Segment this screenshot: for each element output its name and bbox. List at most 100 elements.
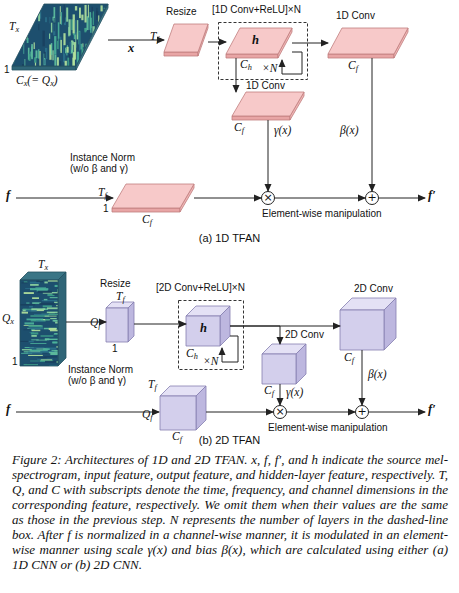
spectrogram-outline — [12, 4, 108, 66]
spectrogram-streak — [67, 47, 69, 53]
spectrogram-streak — [107, 9, 109, 17]
spectrogram-streak — [58, 292, 68, 294]
spectrogram-streak — [43, 348, 50, 350]
spectrogram-streak — [20, 27, 22, 41]
spectrogram-streak — [60, 358, 72, 360]
panel-title: (b) 2D TFAN — [0, 434, 459, 446]
subscript: f — [154, 383, 156, 392]
loop-arrow — [282, 52, 302, 74]
spectrogram-streak — [62, 345, 73, 347]
spectrogram-streak — [43, 305, 52, 307]
subscript: f — [150, 413, 152, 422]
spectrogram-streak — [53, 320, 61, 322]
spectrogram-streak — [50, 318, 57, 319]
spectrogram-streak — [37, 359, 53, 360]
operator-circle: × — [273, 405, 287, 419]
edge-label: x — [128, 42, 134, 56]
spectrogram-streak — [44, 299, 48, 300]
spectrogram-streak — [45, 17, 47, 22]
spectrogram-streak — [84, 28, 86, 32]
spectrogram-streak — [27, 319, 44, 321]
box-face — [220, 306, 230, 346]
subscript: x — [50, 79, 54, 88]
box-face — [226, 28, 292, 54]
spectrogram-streak — [78, 63, 80, 80]
spectrogram-streak — [56, 325, 75, 327]
spectrogram-streak — [49, 278, 58, 280]
edge-label: 1D Conv — [246, 80, 285, 91]
spectrogram-streak — [69, 19, 71, 35]
spectrogram-streak — [100, 64, 102, 82]
feature-slab: ResizeTf — [164, 24, 208, 56]
spectrogram-streak — [47, 307, 65, 309]
spectrogram-streak — [47, 312, 61, 314]
spectrogram-streak — [59, 330, 64, 332]
dimension-label: [1D Conv+ReLU]×N — [212, 4, 301, 15]
spectrogram-streak — [81, 15, 83, 21]
input-symbol: f — [6, 189, 10, 203]
spectrogram-streak — [24, 329, 32, 331]
spectrogram-streak — [91, 58, 93, 76]
spectrogram-streak — [60, 282, 64, 284]
spectrogram-streak — [65, 61, 67, 79]
flow-arrow — [230, 326, 280, 344]
box-face — [164, 52, 198, 56]
spectrogram-streak — [29, 54, 31, 61]
spectrogram-streak — [60, 359, 68, 361]
box-face — [128, 302, 134, 342]
spectrogram-streak — [97, 63, 99, 81]
output-symbol: f′ — [428, 189, 436, 203]
flow-arrow — [287, 412, 355, 413]
spectrogram-streak — [82, 43, 83, 47]
spectrogram-streak — [71, 50, 73, 54]
edge-group — [66, 40, 372, 412]
dimension-label: Tf — [150, 30, 159, 43]
spectrogram-streak — [61, 349, 79, 351]
feature-cube: ResizeTfQf1 — [106, 302, 134, 342]
dimension-label: Cf — [264, 384, 274, 397]
spectrogram-streak — [59, 335, 62, 336]
input-arrow — [16, 198, 113, 199]
spectrogram-streak — [98, 15, 99, 33]
spectrogram-streak — [28, 352, 42, 354]
spectrogram-streak — [36, 50, 38, 58]
subscript: f — [356, 64, 358, 73]
dimension-label: [2D Conv+ReLU]×N — [156, 282, 245, 293]
spectrogram-streak — [36, 280, 43, 282]
flow-arrow — [362, 350, 363, 405]
spectrogram-streak — [13, 30, 15, 46]
spectrogram-streak — [39, 303, 54, 305]
spectrogram-streak — [25, 275, 37, 277]
operator-ring — [356, 406, 369, 419]
spectrogram-streak — [29, 325, 43, 327]
output-symbol: f′ — [428, 403, 436, 417]
subscript: f — [98, 321, 100, 330]
operator-symbol: + — [355, 405, 369, 418]
spectrogram-streak — [30, 328, 44, 330]
spectrogram-streak — [85, 5, 87, 23]
spectrogram-streak — [31, 335, 36, 337]
operator-symbol: × — [261, 191, 275, 204]
spectrogram-streak — [62, 301, 70, 303]
operation-note: Element-wise manipulation — [268, 422, 388, 433]
dimension-label: Cf — [142, 213, 152, 226]
flow-arrow — [134, 324, 186, 325]
subscript: f — [272, 389, 274, 398]
spectrogram-streak — [57, 38, 59, 50]
spectrogram-streak — [60, 40, 62, 53]
spectrogram-streak — [64, 65, 66, 83]
flow-arrow — [292, 43, 328, 44]
subscript: f — [150, 218, 152, 227]
shape-outline — [328, 28, 408, 58]
spectrogram-streak — [20, 24, 21, 32]
spectrogram-streak — [29, 306, 33, 308]
spectrogram-streak — [53, 320, 66, 322]
dashed-group: [2D Conv+ReLU]×N×NhCh — [178, 300, 244, 370]
spectrogram-streak — [53, 342, 69, 344]
shape-outline — [164, 24, 208, 56]
spectrogram-streak — [93, 11, 94, 25]
subscript: x — [44, 263, 48, 272]
spectrogram-streak — [41, 335, 54, 336]
dimension-label: Tf — [98, 186, 107, 199]
spectrogram-streak — [82, 62, 83, 69]
